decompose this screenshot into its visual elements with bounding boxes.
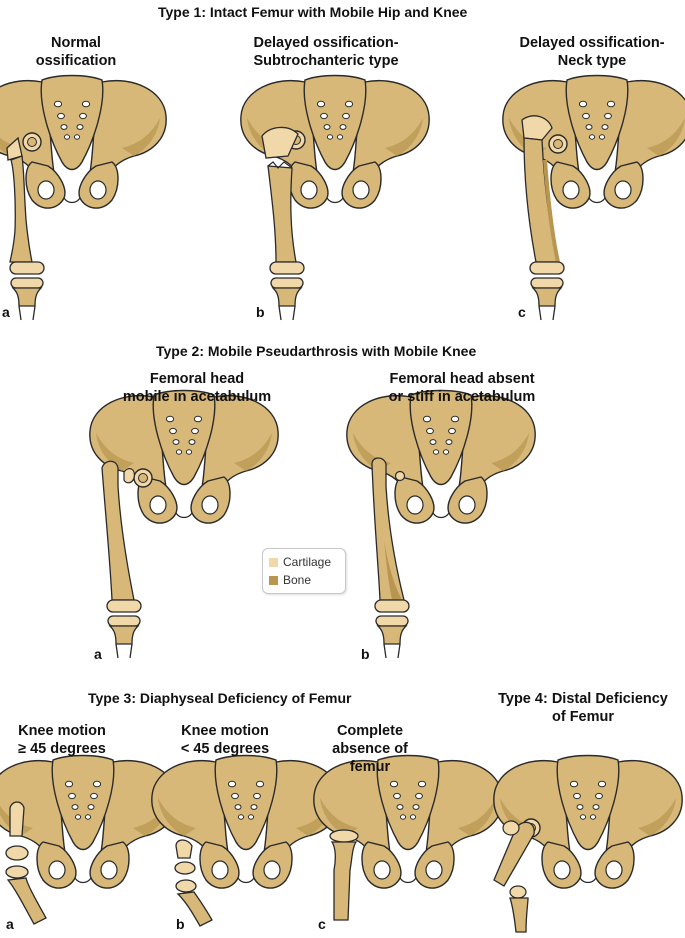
- caption-line: ≥ 45 degrees: [18, 741, 106, 757]
- type2-b-caption: Femoral head absent or stiff in acetabul…: [389, 370, 536, 406]
- legend-item-cartilage: Cartilage: [269, 555, 331, 569]
- type2-title: Type 2: Mobile Pseudarthrosis with Mobil…: [156, 343, 477, 359]
- type4-title-line2: of Femur: [551, 709, 615, 725]
- type1-c-letter: c: [518, 304, 526, 320]
- type1-b-letter: b: [256, 304, 265, 320]
- type1-c-femur: [521, 115, 568, 321]
- caption-line: Delayed ossification-: [253, 35, 399, 51]
- legend-item-bone: Bone: [269, 573, 311, 587]
- type2-a-letter: a: [94, 646, 102, 662]
- type3-c-caption: Complete absence of femur: [332, 722, 408, 776]
- type4-femur: [493, 818, 541, 933]
- caption-line: Knee motion: [181, 723, 269, 739]
- caption-line: Normal: [51, 35, 101, 51]
- caption-line: Subtrochanteric type: [253, 53, 399, 69]
- type3-a-caption: Knee motion ≥ 45 degrees: [18, 722, 106, 758]
- caption-line: mobile in acetabulum: [122, 389, 272, 405]
- bone-swatch: [269, 575, 278, 585]
- legend: Cartilage Bone: [262, 548, 346, 594]
- caption-line: Knee motion: [18, 723, 106, 739]
- type3-c-tibia: [329, 829, 359, 921]
- type2-a-caption: Femoral head mobile in acetabulum: [123, 370, 271, 406]
- legend-label: Bone: [283, 573, 312, 587]
- caption-line: < 45 degrees: [180, 741, 270, 757]
- caption-line: femur: [349, 759, 391, 775]
- type4-title-line1: Type 4: Distal Deficiency: [498, 691, 668, 707]
- type1-a-femur: [6, 132, 45, 321]
- legend-label: Cartilage: [283, 555, 332, 569]
- type3-b-femur: [174, 839, 213, 927]
- type1-title: Type 1: Intact Femur with Mobile Hip and…: [158, 4, 468, 20]
- type2-b-letter: b: [361, 646, 370, 662]
- type3-c-letter: c: [318, 916, 326, 932]
- type1-a-caption: Normal ossification: [36, 34, 117, 70]
- type3-b-caption: Knee motion < 45 degrees: [181, 722, 269, 758]
- type3-title: Type 3: Diaphyseal Deficiency of Femur: [88, 690, 352, 706]
- type1-c-caption: Delayed ossification- Neck type: [519, 34, 664, 70]
- caption-line: Femoral head absent: [389, 371, 535, 387]
- type3-a-femur: [5, 801, 47, 925]
- caption-line: Complete: [336, 723, 404, 739]
- type2-a-femur: [101, 460, 153, 659]
- type3-b-letter: b: [176, 916, 185, 932]
- caption-line: Neck type: [557, 53, 627, 69]
- caption-line: or stiff in acetabulum: [388, 389, 536, 405]
- type2-b-femur: [371, 457, 410, 659]
- caption-line: absence of: [332, 741, 408, 757]
- cartilage-swatch: [269, 557, 278, 567]
- type3-a-letter: a: [6, 916, 14, 932]
- type4-pelvis: [493, 754, 683, 889]
- type1-b-caption: Delayed ossification- Subtrochanteric ty…: [253, 34, 398, 70]
- type1-b-femur: [261, 126, 306, 321]
- caption-line: Delayed ossification-: [519, 35, 665, 51]
- caption-line: Femoral head: [149, 371, 245, 387]
- caption-line: ossification: [35, 53, 117, 69]
- type4-title: Type 4: Distal Deficiency of Femur: [498, 690, 668, 726]
- type1-a-letter: a: [2, 304, 10, 320]
